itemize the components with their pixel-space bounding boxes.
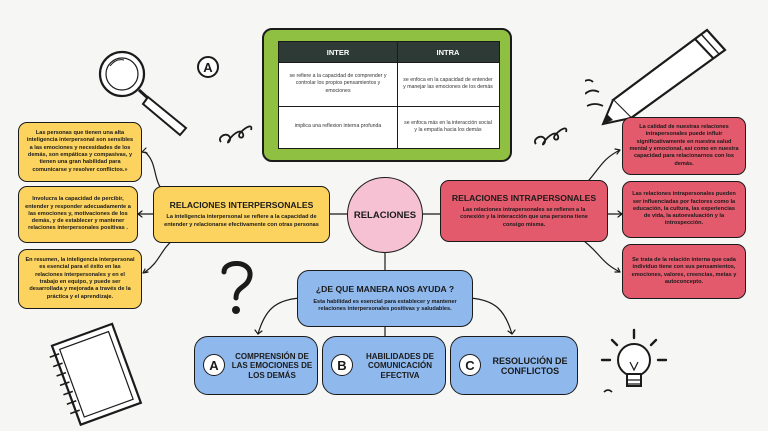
ayuda-description: Esta habilidad es esencial para establec… [313, 298, 457, 313]
magnifier-icon [98, 50, 188, 137]
ayuda-title: ¿DE QUE MANERA NOS AYUDA ? [315, 283, 455, 294]
table-header-inter: INTER [279, 42, 397, 62]
interpersonal-description: La inteligencia interpersonal se refiere… [164, 214, 319, 228]
intrapersonal-note-1: La calidad de nuestras relaciones intrap… [622, 117, 746, 175]
table-header-divider [279, 62, 499, 63]
outcome-label-a: COMPRENSIÓN DE LAS EMOCIONES DE LOS DEMÁ… [231, 352, 313, 380]
notebook-icon [49, 322, 143, 427]
interpersonal-note-3: En resumen, la inteligencia interpersona… [18, 249, 142, 309]
outcome-box-c: C RESOLUCIÓN DE CONFLICTOS [450, 336, 578, 395]
interpersonal-note-1: Las personas que tienen una alta intelig… [18, 122, 142, 182]
table-cell: se refiere a la capacidad de comprender … [289, 73, 387, 94]
intrapersonal-note-2: Las relaciones intrapersonales pueden se… [622, 181, 746, 238]
comparison-table-frame: INTER INTRA se refiere a la capacidad de… [262, 28, 512, 162]
outcome-letter-a: A [203, 354, 225, 376]
outcome-label-b: HABILIDADES DE COMUNICACIÓN EFECTIVA [365, 352, 434, 380]
spring-doodle-left-icon [219, 125, 253, 144]
outcome-letter-b: B [331, 354, 353, 376]
comparison-table: INTER INTRA se refiere a la capacidad de… [278, 41, 500, 149]
center-node: RELACIONES [347, 177, 423, 253]
question-mark-icon [221, 261, 253, 314]
table-row-divider [279, 106, 499, 107]
outcome-label-c: RESOLUCIÓN DE CONFLICTOS [492, 355, 568, 376]
lightbulb-icon [600, 328, 668, 393]
table-column-divider [397, 42, 398, 148]
pencil-icon [585, 28, 727, 126]
intrapersonal-description: Las relaciones intrapersonales se refier… [460, 207, 588, 228]
table-header-intra: INTRA [397, 42, 499, 62]
intrapersonal-main-box: RELACIONES INTRAPERSONALES Las relacione… [440, 180, 608, 242]
intrapersonal-note-3: Se trata de la relación interna que cada… [622, 244, 746, 299]
ayuda-box: ¿DE QUE MANERA NOS AYUDA ? Esta habilida… [297, 270, 473, 327]
outcome-box-b: B HABILIDADES DE COMUNICACIÓN EFECTIVA [322, 336, 446, 395]
interpersonal-main-box: RELACIONES INTERPERSONALES La inteligenc… [153, 186, 330, 243]
interpersonal-note-2: Involucra la capacidad de percibir, ente… [18, 186, 138, 243]
table-cell: se enfoca en la capacidad de entender y … [403, 76, 493, 90]
table-cell: implica una reflexion interna profunda [294, 123, 382, 130]
corner-letter-badge: A [197, 56, 219, 78]
spring-doodle-right-icon [534, 127, 568, 146]
outcome-letter-c: C [459, 354, 481, 376]
interpersonal-title: RELACIONES INTERPERSONALES [169, 200, 314, 211]
intrapersonal-title: RELACIONES INTRAPERSONALES [451, 193, 597, 204]
table-cell: se enfoca más en la interacción social y… [404, 119, 492, 133]
outcome-box-a: A COMPRENSIÓN DE LAS EMOCIONES DE LOS DE… [194, 336, 318, 395]
